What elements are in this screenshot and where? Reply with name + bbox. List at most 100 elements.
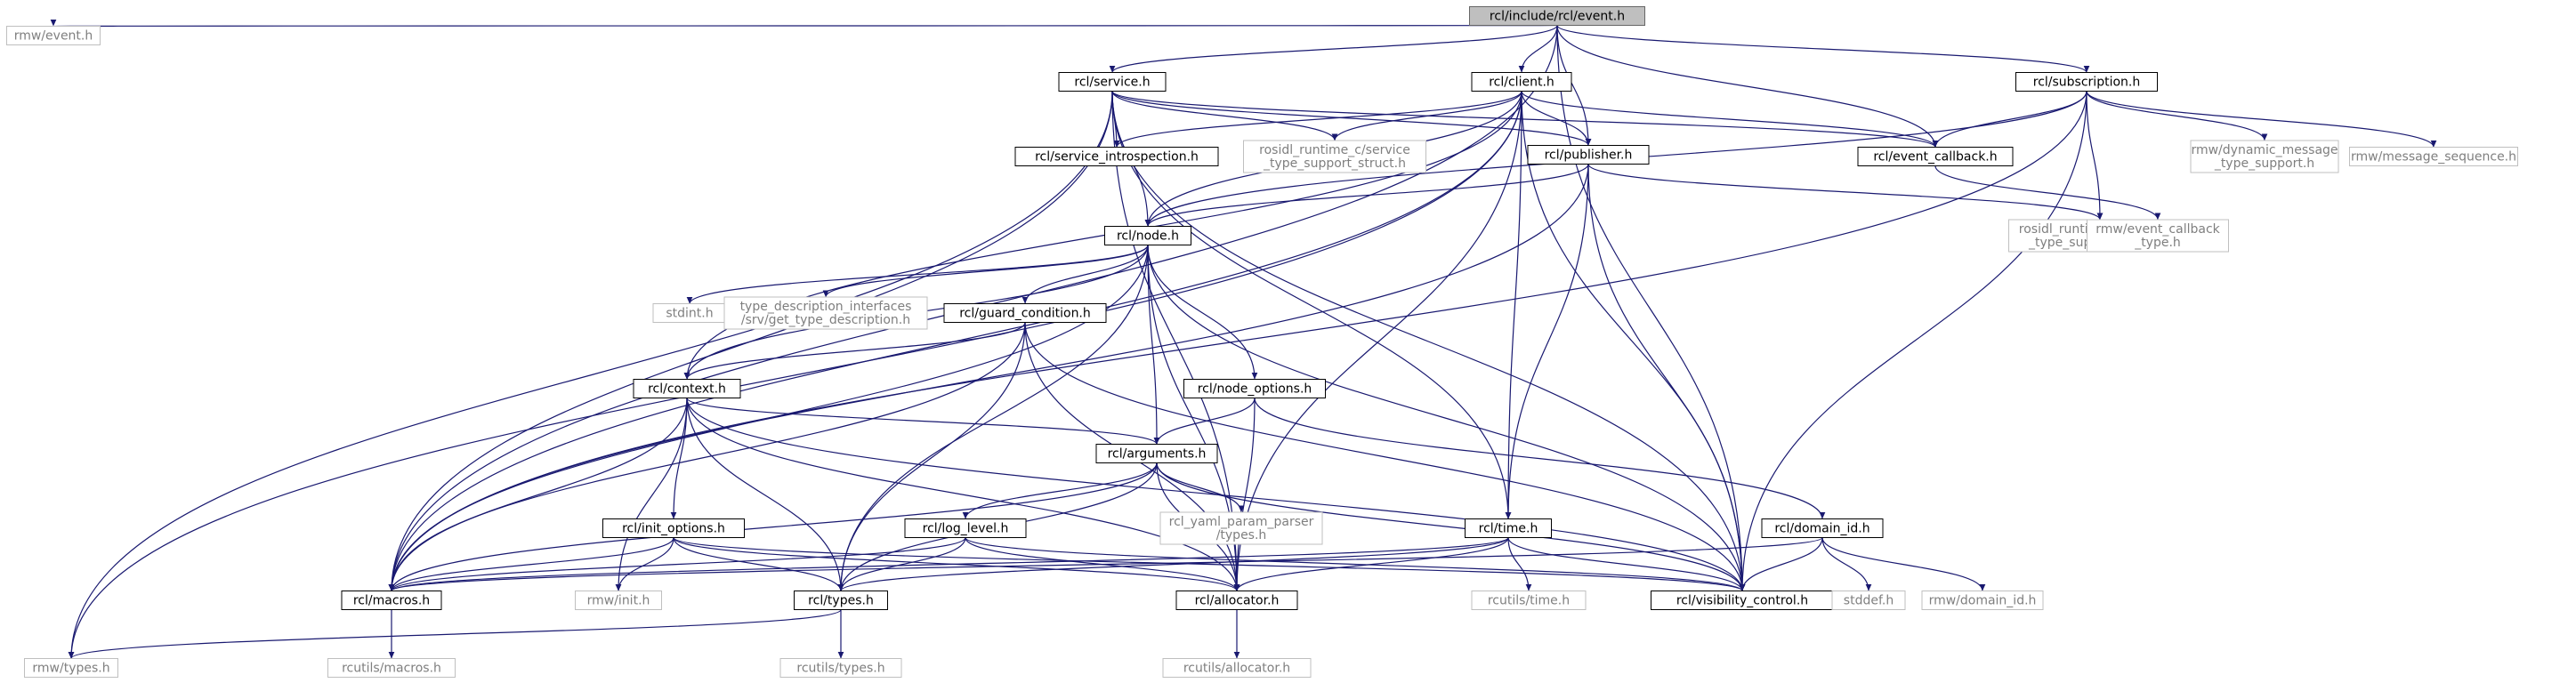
edge-node-to-arguments — [1147, 245, 1160, 445]
edge-domain-id-to-visibility — [1739, 537, 1823, 591]
node-box — [327, 658, 456, 678]
node-rcutils-macros: rcutils/macros.h — [327, 658, 456, 678]
edge-arguments-to-log-level — [962, 462, 1158, 519]
node-box — [1471, 72, 1572, 92]
node-types[interactable]: rcl/types.h — [794, 591, 888, 610]
node-label: rcl/context.h — [648, 382, 726, 397]
edge-time-to-visibility — [1507, 537, 1746, 591]
edge-log-level-to-visibility — [965, 536, 1746, 592]
node-yaml: rcl_yaml_param_parser/types.h — [1159, 511, 1323, 545]
edge-node-options-to-allocator — [1233, 398, 1256, 591]
node-label: rmw/event_callback — [2096, 222, 2220, 237]
edge-event-to-publisher — [1556, 25, 1592, 146]
node-domain-id[interactable]: rcl/domain_id.h — [1761, 518, 1884, 538]
node-label: rmw/types.h — [32, 662, 109, 676]
node-box — [633, 379, 741, 398]
node-label: rmw/event.h — [14, 29, 93, 44]
edge-guard-to-macros — [388, 322, 1026, 591]
node-label: rcl/init_options.h — [622, 522, 725, 536]
edge-domain-id-to-rmw-domain — [1821, 537, 1986, 591]
edge-client-to-allocator — [1233, 91, 1522, 591]
node-box — [943, 303, 1107, 323]
node-label: rcl/subscription.h — [2033, 76, 2140, 90]
node-node-options[interactable]: rcl/node_options.h — [1183, 379, 1326, 398]
edge-node-to-stdint — [686, 245, 1149, 304]
edge-service-to-rosidl-svc — [1111, 91, 1338, 141]
node-label: rmw/message_sequence.h — [2351, 150, 2516, 165]
edge-arguments-to-macros — [388, 462, 1158, 591]
node-box — [1162, 658, 1312, 678]
edge-init-options-to-types — [673, 537, 844, 591]
node-label: rcl/guard_condition.h — [959, 307, 1091, 321]
edge-publisher-to-node — [1144, 164, 1589, 227]
node-label: rcl/macros.h — [353, 594, 430, 608]
edge-node-to-guard — [1022, 245, 1149, 304]
edge-event-callback-to-rmw-evcb-type — [1934, 165, 2161, 221]
edge-log-level-to-types — [837, 537, 966, 591]
node-box — [1831, 591, 1906, 610]
edge-event-to-visibility — [1556, 25, 1746, 591]
edge-service-to-time — [1111, 91, 1512, 519]
node-service-intro[interactable]: rcl/service_introspection.h — [1014, 147, 1219, 166]
node-service[interactable]: rcl/service.h — [1058, 72, 1167, 92]
edge-event-to-subscription — [1556, 24, 2090, 74]
node-box — [1159, 511, 1323, 545]
node-box — [575, 591, 662, 610]
edge-context-to-allocator — [686, 398, 1240, 591]
edge-event-to-service — [1109, 24, 1558, 74]
node-guard[interactable]: rcl/guard_condition.h — [943, 303, 1107, 323]
node-box — [2190, 140, 2339, 173]
node-box — [1465, 518, 1552, 538]
node-label: _type.h — [2134, 236, 2181, 250]
edge-subscription-to-rmw-msgseq — [2086, 91, 2437, 148]
node-visibility[interactable]: rcl/visibility_control.h — [1651, 591, 1834, 610]
node-rcutils-alloc: rcutils/allocator.h — [1162, 658, 1312, 678]
node-rosidl-svc: rosidl_runtime_c/service_type_support_st… — [1243, 140, 1426, 173]
edge-event-to-client — [1518, 25, 1558, 73]
edge-context-to-init-options — [670, 398, 688, 519]
edge-event-to-rmw-event — [52, 21, 1558, 28]
node-rmw-init: rmw/init.h — [575, 591, 662, 610]
node-label: /srv/get_type_description.h — [741, 313, 910, 327]
edge-types-to-rmw-types — [68, 608, 842, 660]
node-box — [1014, 147, 1219, 166]
node-box — [341, 591, 442, 610]
node-init-options[interactable]: rcl/init_options.h — [602, 518, 745, 538]
node-event-callback[interactable]: rcl/event_callback.h — [1857, 147, 2014, 166]
node-rmw-event: rmw/event.h — [6, 26, 101, 45]
node-subscription[interactable]: rcl/subscription.h — [2015, 72, 2158, 92]
edge-context-to-types — [686, 398, 844, 591]
node-label: _type_support.h — [2214, 157, 2314, 171]
edge-service-to-publisher — [1111, 91, 1592, 146]
node-stdint: stdint.h — [652, 303, 727, 323]
node-label: rcl/domain_id.h — [1774, 522, 1869, 536]
nodes-layer: rcl/include/rcl/event.hrmw/event.hrcl/se… — [6, 6, 2518, 678]
node-allocator[interactable]: rcl/allocator.h — [1175, 591, 1298, 610]
node-box — [1243, 140, 1426, 173]
node-box — [794, 591, 888, 610]
node-time[interactable]: rcl/time.h — [1465, 518, 1552, 538]
edge-client-to-rmw-types — [68, 91, 1522, 659]
edge-node-to-type-desc — [822, 245, 1149, 298]
node-macros[interactable]: rcl/macros.h — [341, 591, 442, 610]
node-label: rcl/publisher.h — [1545, 149, 1633, 163]
node-log-level[interactable]: rcl/log_level.h — [904, 518, 1027, 538]
node-label: rcl/client.h — [1489, 76, 1554, 90]
node-box — [1527, 145, 1650, 165]
node-rmw-msgseq: rmw/message_sequence.h — [2349, 147, 2518, 166]
node-arguments[interactable]: rcl/arguments.h — [1095, 444, 1218, 463]
node-label: rcl/service.h — [1074, 76, 1150, 90]
node-node[interactable]: rcl/node.h — [1104, 226, 1191, 245]
node-box — [2087, 219, 2229, 253]
node-label: rcl/service_introspection.h — [1035, 150, 1199, 165]
node-label: /types.h — [1216, 528, 1267, 542]
node-publisher[interactable]: rcl/publisher.h — [1527, 145, 1650, 165]
edge-client-to-time — [1505, 91, 1522, 519]
node-client[interactable]: rcl/client.h — [1471, 72, 1572, 92]
node-box — [2015, 72, 2158, 92]
edge-client-to-publisher — [1521, 91, 1592, 146]
edge-log-level-to-macros — [388, 536, 966, 592]
node-label: rcl/log_level.h — [923, 522, 1009, 536]
node-context[interactable]: rcl/context.h — [633, 379, 741, 398]
